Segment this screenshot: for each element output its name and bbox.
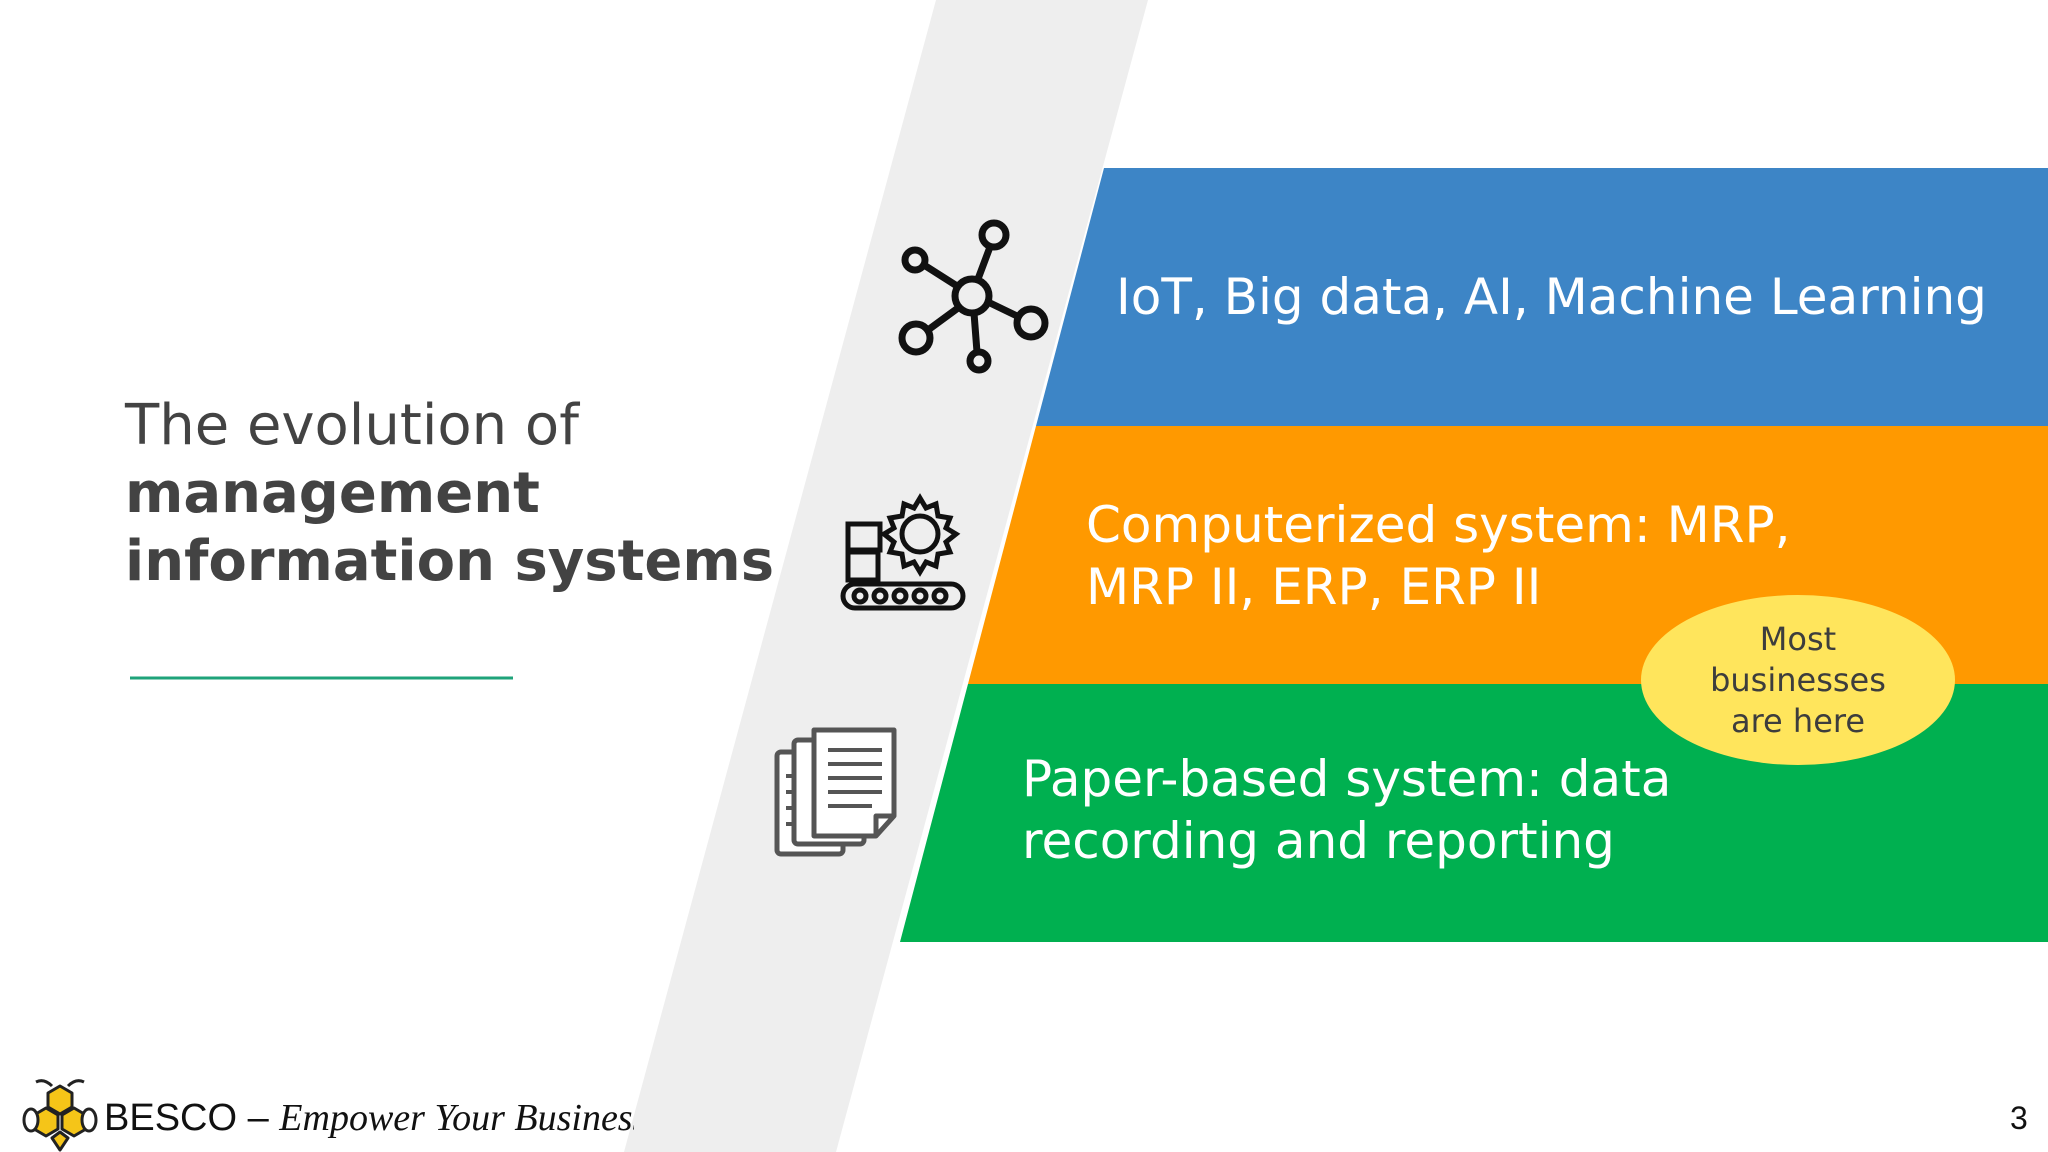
band-bottom-label-line-2: recording and reporting xyxy=(1022,812,1615,870)
footer-tagline: Empower Your Business xyxy=(279,1097,634,1139)
title-line-2: management xyxy=(125,461,540,526)
bee-logo xyxy=(22,1079,98,1152)
title-line-1: The evolution of xyxy=(125,393,579,458)
callout-ellipse xyxy=(1641,595,1955,765)
band-blue xyxy=(1036,168,2048,426)
band-middle-label-line-2: MRP II, ERP, ERP II xyxy=(1086,558,1542,616)
diagonal-gray-band xyxy=(624,0,1148,1152)
footer-separator: – xyxy=(237,1097,280,1139)
network-icon xyxy=(898,219,1049,374)
band-bottom-label-line-1: Paper-based system: data xyxy=(1022,750,1672,808)
band-top-label: IoT, Big data, AI, Machine Learning xyxy=(1116,266,1987,328)
conveyor-gear-icon xyxy=(840,493,966,611)
callout-line-1: Most xyxy=(1759,619,1837,658)
band-middle-label-line-1: Computerized system: MRP, xyxy=(1086,496,1791,554)
callout-line-3: are here xyxy=(1730,701,1866,740)
documents-icon xyxy=(774,727,897,857)
footer-brand-line: BESCO – Empower Your Business xyxy=(104,1093,634,1143)
band-middle-label: Computerized system: MRP, MRP II, ERP, E… xyxy=(1086,494,1791,618)
band-top-label-line: IoT, Big data, AI, Machine Learning xyxy=(1116,268,1987,326)
title-line-3: information systems xyxy=(125,529,775,594)
callout-text: Most businesses are here xyxy=(1640,594,1956,766)
callout-line-2: businesses xyxy=(1710,660,1886,699)
footer-brand: BESCO xyxy=(104,1097,238,1139)
band-bottom-label: Paper-based system: data recording and r… xyxy=(1022,748,1671,872)
slide-title: The evolution of management information … xyxy=(125,392,785,596)
page-number: 3 xyxy=(2010,1100,2028,1136)
